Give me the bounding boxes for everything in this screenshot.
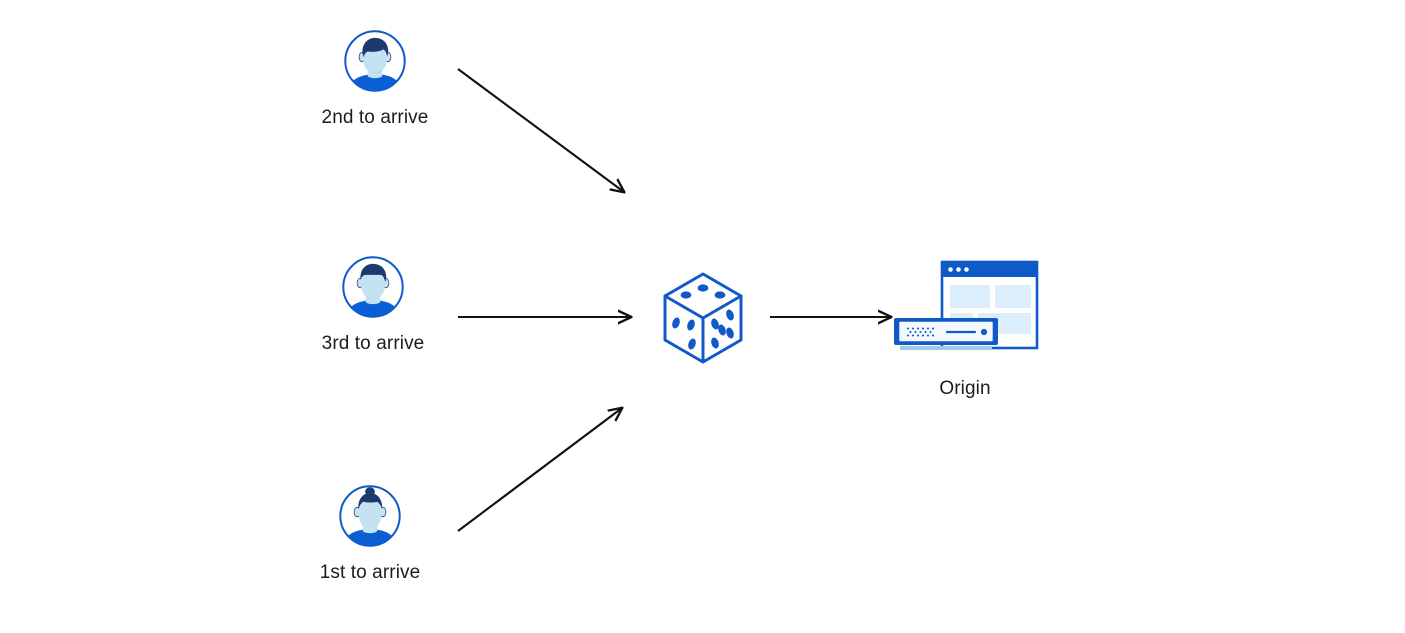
dice-icon [663, 272, 743, 364]
client-node-1st-label: 1st to arrive [319, 562, 421, 583]
client-node-3rd-label: 3rd to arrive [321, 333, 425, 354]
user-avatar-icon [339, 485, 401, 547]
server-device-icon [894, 318, 998, 350]
client-node-2nd-label: 2nd to arrive [321, 107, 429, 128]
origin-server-icon [894, 260, 1039, 350]
arrow-1st-to-dice [457, 408, 622, 532]
randomizer-node[interactable] [648, 270, 758, 366]
origin-node[interactable]: Origin [880, 258, 1050, 401]
client-node-1st[interactable]: 1st to arrive [300, 483, 440, 585]
browser-window-icon [940, 260, 1039, 350]
client-node-3rd[interactable]: 3rd to arrive [303, 254, 443, 356]
arrow-2nd-to-dice [457, 68, 624, 192]
client-node-2nd[interactable]: 2nd to arrive [305, 28, 445, 130]
origin-node-label: Origin [939, 378, 991, 399]
user-avatar-icon [344, 30, 406, 92]
user-avatar-icon [342, 256, 404, 318]
